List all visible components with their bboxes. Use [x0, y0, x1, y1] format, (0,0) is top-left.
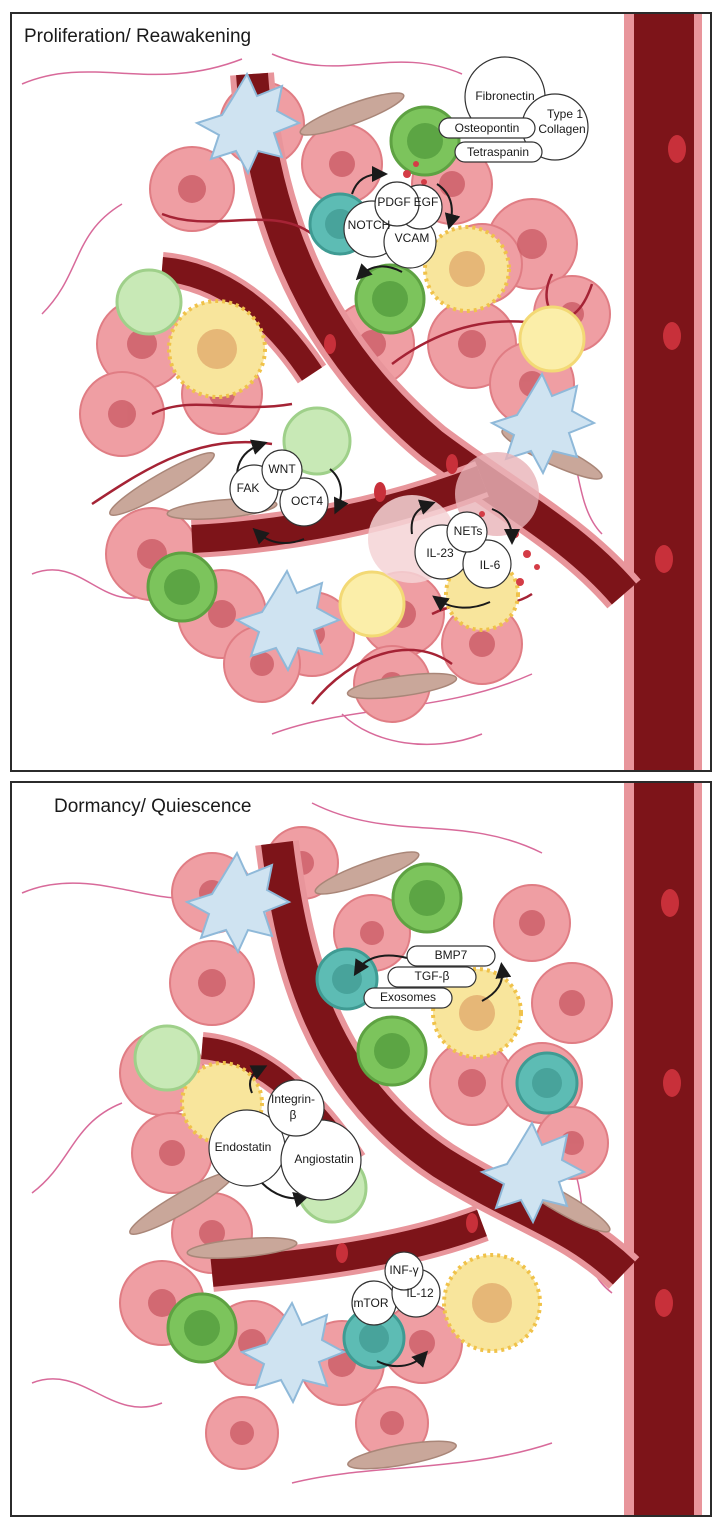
t-cells [115, 105, 461, 623]
panel-title-proliferation: Proliferation/ Reawakening [24, 26, 252, 47]
label-mtor: mTOR [353, 1296, 388, 1310]
panel-dormancy: Dormancy/ Quiescence [10, 781, 712, 1517]
label-beta: β [290, 1108, 297, 1122]
label-integrin: Integrin- [271, 1092, 315, 1106]
panel-proliferation: Proliferation/ Reawakening [10, 12, 712, 772]
label-bmp7: BMP7 [435, 948, 468, 962]
label-vcam: VCAM [395, 231, 430, 245]
label-notch: NOTCH [348, 218, 391, 232]
label-fak: FAK [237, 481, 260, 495]
proliferation-illustration: Fibronectin Type 1 Collagen Osteopontin … [21, 14, 702, 770]
signal-cluster-pdgf: PDGF EGF NOTCH VCAM [343, 166, 461, 281]
label-oct4: OCT4 [291, 494, 323, 508]
label-nets: NETs [454, 524, 483, 538]
dendritic-cells [194, 71, 597, 673]
label-tgf-beta: TGF-β [415, 969, 450, 983]
signal-cluster-wnt: WNT FAK OCT4 [229, 439, 349, 545]
signal-cluster-endostatin: Integrin- β Endostatin Angiostatin [208, 1065, 362, 1208]
label-collagen: Collagen [538, 122, 585, 136]
label-angiostatin: Angiostatin [294, 1152, 353, 1166]
dormancy-illustration: BMP7 TGF-β Exosomes Integrin- β Endostat… [21, 783, 702, 1515]
label-il-23: IL-23 [426, 546, 454, 560]
label-wnt: WNT [268, 462, 296, 476]
ecm-molecules-cluster: Fibronectin Type 1 Collagen Osteopontin … [438, 56, 589, 163]
signal-cluster-mtor: INF-γ mTOR IL-12 [351, 1251, 441, 1368]
label-type-1: Type 1 [547, 107, 583, 121]
label-exosomes: Exosomes [380, 990, 436, 1004]
label-osteopontin: Osteopontin [455, 121, 520, 135]
dendritic-cells [184, 850, 587, 1405]
macrophage-cells [180, 967, 542, 1353]
signal-cluster-nets: NETs IL-23 IL-6 [410, 499, 520, 612]
label-pdgf: PDGF [377, 195, 410, 209]
label-inf-gamma: INF-γ [389, 1263, 418, 1277]
label-il-6: IL-6 [480, 558, 501, 572]
label-tetraspanin: Tetraspanin [467, 145, 529, 159]
panel-title-dormancy: Dormancy/ Quiescence [54, 796, 252, 817]
signal-pills-tgf: BMP7 TGF-β Exosomes [353, 945, 512, 1009]
label-il-12: IL-12 [406, 1286, 434, 1300]
label-egf: EGF [414, 195, 439, 209]
label-fibronectin: Fibronectin [475, 89, 534, 103]
label-endostatin: Endostatin [215, 1140, 272, 1154]
blood-vessel [160, 14, 702, 770]
t-cells [133, 862, 579, 1370]
macrophage-cells [167, 225, 586, 638]
